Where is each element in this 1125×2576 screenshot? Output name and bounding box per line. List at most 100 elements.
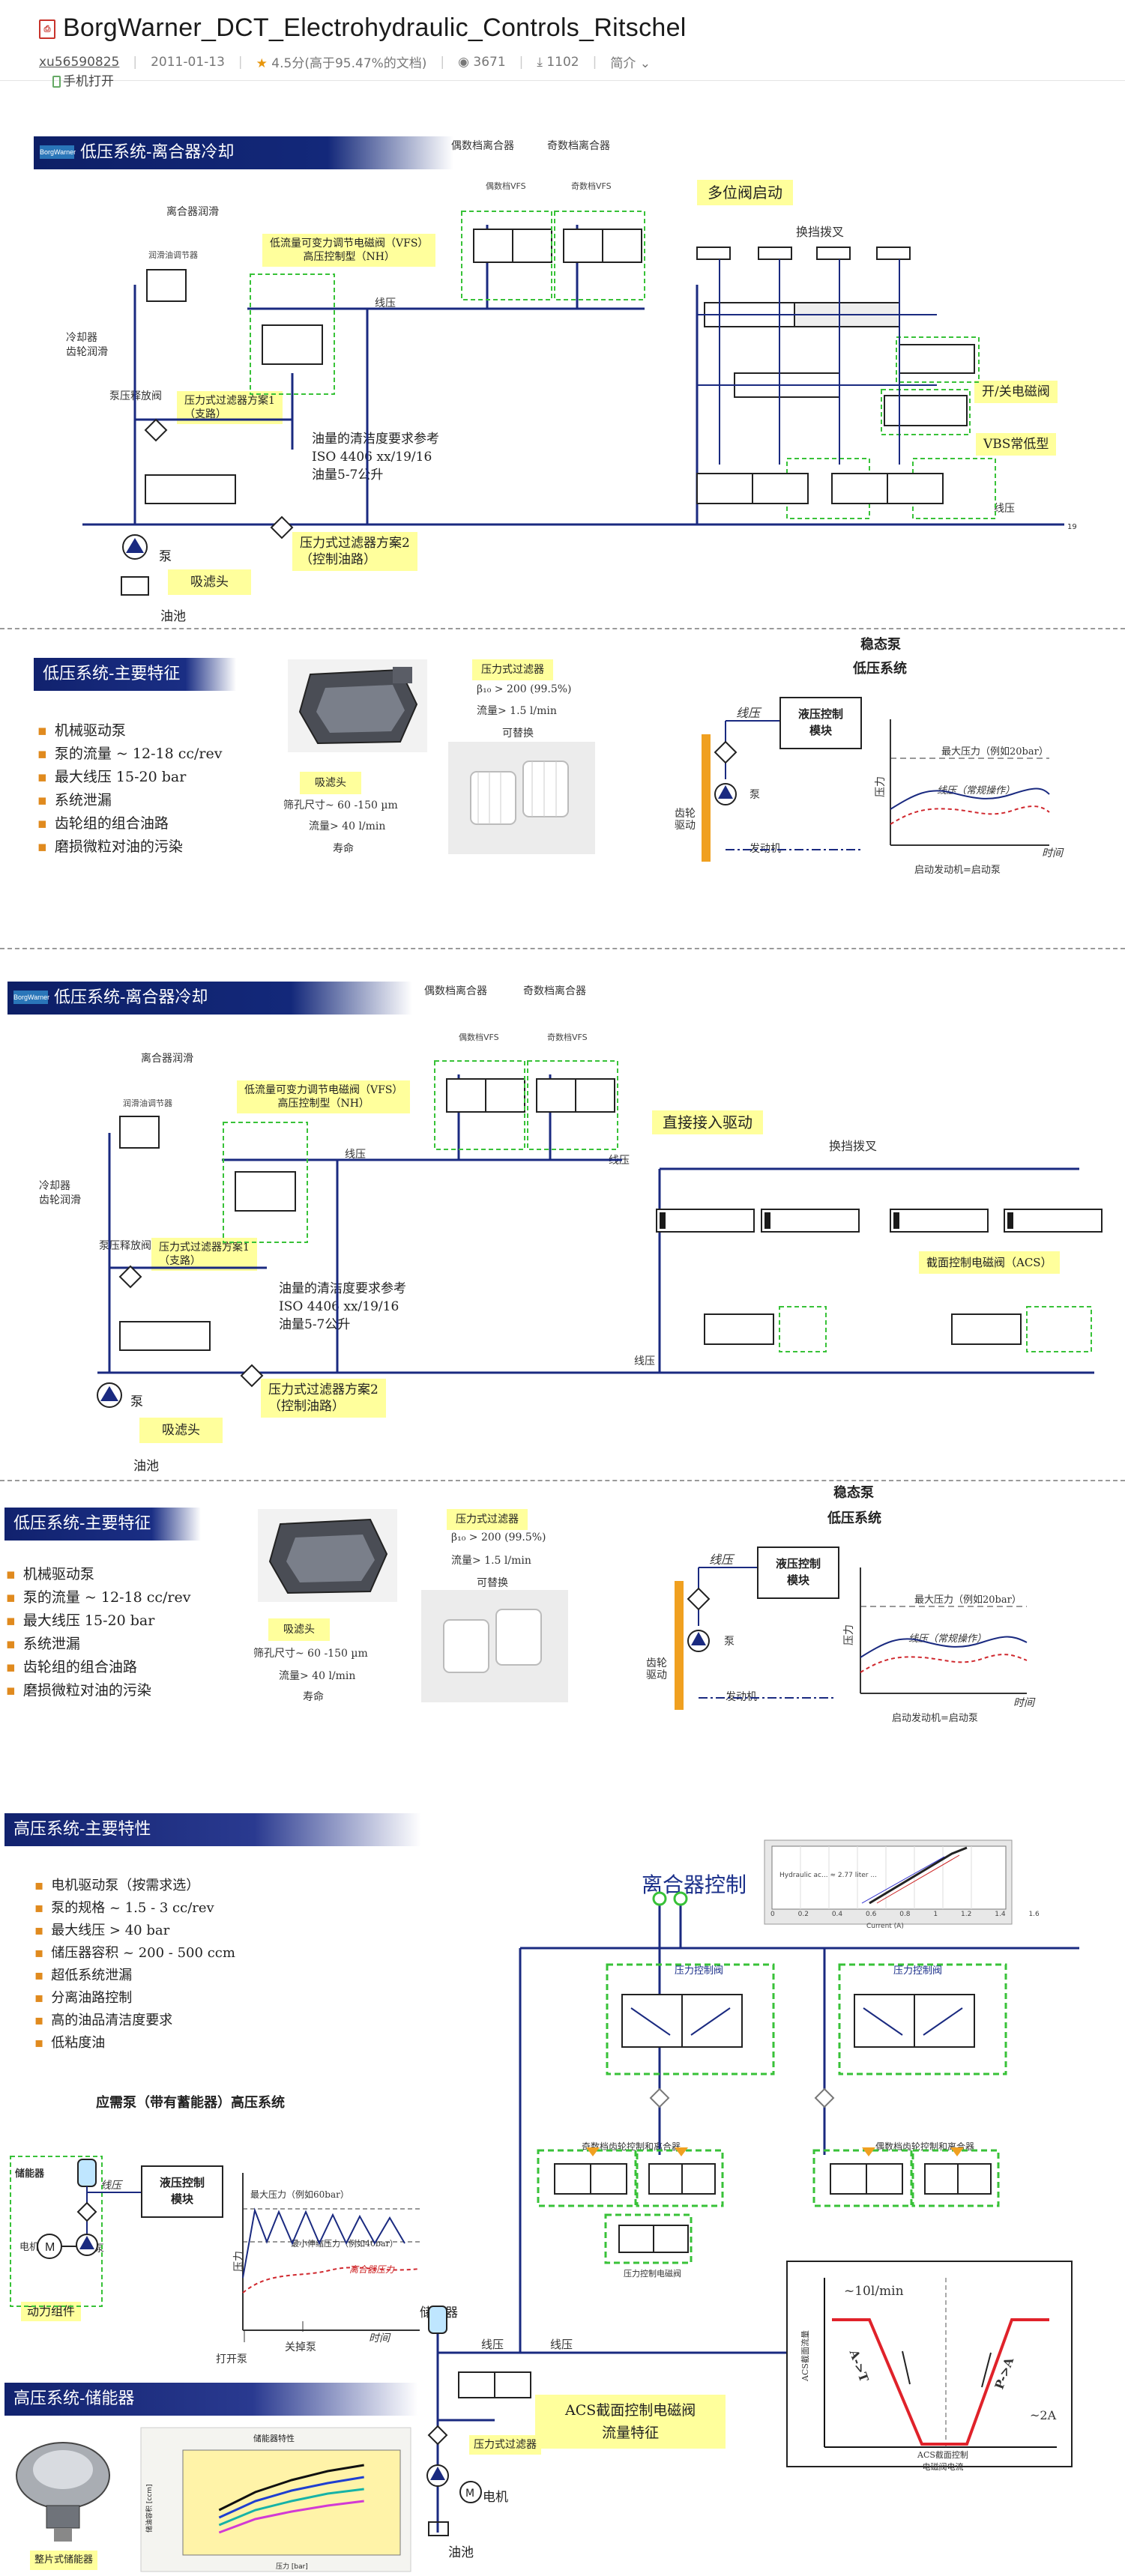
motor-label-2: 电机	[483, 2490, 508, 2505]
hydraulic-module-box: 液压控制 模块	[757, 1546, 839, 1599]
replaceable-label: 可替换	[477, 1577, 508, 1589]
rating-text: 4.5分(高于95.47%的文档)	[271, 56, 427, 71]
even-vfs-label: 偶数档VFS	[459, 1032, 499, 1042]
stable-pump-title: 稳态泵	[833, 1485, 874, 1501]
pump-label: 泵	[159, 549, 172, 564]
page-divider	[0, 1480, 1125, 1481]
stable-pump-title: 稳态泵	[860, 637, 901, 653]
suction-filter-label: 吸滤头	[168, 569, 251, 595]
inset-x-label: Current (A)	[866, 1923, 904, 1930]
max-pressure-label: 最大压力（例如20bar）	[941, 746, 1049, 758]
filter-flow: 流量> 1.5 l/min	[477, 705, 557, 717]
multi-valve-title: 多位阀启动	[697, 180, 793, 205]
open-on-phone-link[interactable]: 手机打开	[52, 70, 114, 89]
onoff-solenoid-label: 开/关电磁阀	[974, 381, 1058, 403]
line-label: 线压	[634, 1355, 655, 1367]
chart-y-label: 储油容积 [ccm]	[145, 2484, 154, 2533]
flow-40: 流量> 40 l/min	[279, 1670, 356, 1682]
press-control-valve-left: 压力控制阀	[675, 1965, 724, 1977]
acs-flow-label: ~10l/min	[844, 2284, 904, 2299]
sump-label: 油池	[133, 1459, 159, 1474]
slide4-banner: 低压系统-主要特征	[4, 1508, 201, 1541]
svg-text:M: M	[465, 2488, 474, 2500]
sump-label: 油池	[160, 609, 186, 624]
slide4-schematic	[675, 1567, 1028, 1710]
feature-item: 最大线压 15-20 bar	[6, 1609, 190, 1633]
feature-item: 齿轮组的组合油路	[37, 812, 222, 835]
pdf-icon: ⎙	[39, 19, 55, 39]
pressure-relief-label: 泵压释放阀	[99, 1240, 151, 1252]
slide2-schematic	[702, 719, 1050, 862]
line-label: 线压	[100, 2180, 121, 2192]
cooler-label: 冷却器 齿轮润滑	[39, 1180, 81, 1206]
accumulator-chart: 储能器特性 压力 [bar] 储油容积 [ccm]	[140, 2427, 411, 2572]
feature-item: 储压器容积 ~ 200 - 500 ccm	[34, 1942, 235, 1965]
line-pressure-label: 线压	[709, 1552, 734, 1567]
feature-item: 机械驱动泵	[6, 1563, 190, 1586]
low-pressure-features: 机械驱动泵 泵的流量 ~ 12-18 cc/rev 最大线压 15-20 bar…	[6, 1563, 191, 1702]
acs-y-axis: ACS截面流量	[800, 2330, 810, 2381]
feature-item: 磨损微粒对油的污染	[6, 1679, 190, 1702]
feature-item: 最大线压 > 40 bar	[34, 1920, 235, 1942]
low-pressure-features: 机械驱动泵 泵的流量 ~ 12-18 cc/rev 最大线压 15-20 bar…	[37, 719, 223, 859]
intro-dropdown[interactable]: 简介 ⌄	[610, 56, 651, 71]
acs-current-label: ~2A	[1030, 2408, 1057, 2422]
brand-logo: BorgWarner	[40, 145, 76, 159]
hydraulic-module-box: 液压控制 模块	[141, 2165, 223, 2218]
clutch-lube-label: 离合器润滑	[141, 1053, 193, 1065]
feature-item: 泵的规格 ~ 1.5 - 3 cc/rev	[34, 1897, 235, 1920]
press-solenoid-label: 压力控制电磁阀	[624, 2269, 681, 2279]
vfs-note: 低流量可变力调节电磁阀（VFS） 高压控制型（NH）	[237, 1080, 411, 1113]
uploader-link[interactable]: xu56590825	[39, 54, 120, 70]
x-axis-label: 时间	[1042, 847, 1063, 859]
suction-filter-caption: 吸滤头	[268, 1618, 330, 1641]
on-demand-pump-subtitle: 应需泵（带有蓄能器）高压系统	[96, 2095, 285, 2111]
filter-option1: 压力式过滤器方案1 （支路）	[151, 1238, 257, 1271]
motor-label: 电机	[19, 2242, 40, 2253]
max-pressure-label: 最大压力（例如60bar）	[250, 2189, 349, 2200]
pressure-filter-image	[421, 1590, 568, 1702]
lube-regulator-label: 润滑油调节器	[123, 1098, 172, 1108]
sump-label-2: 油池	[448, 2545, 474, 2560]
page-divider	[0, 948, 1125, 949]
line-right-label: 线压	[994, 503, 1015, 515]
shift-fork-label: 换挡拨叉	[829, 1139, 878, 1153]
life-label: 寿命	[303, 1691, 324, 1703]
accumulator-image	[16, 2442, 110, 2542]
feature-item: 机械驱动泵	[37, 719, 222, 743]
odd-vfs-label: 奇数档VFS	[547, 1032, 588, 1042]
pressure-filter-image	[448, 742, 595, 854]
series-line-1	[218, 2476, 364, 2519]
eye-icon: ◉	[458, 54, 469, 70]
feature-item: 泵的流量 ~ 12-18 cc/rev	[6, 1586, 191, 1609]
on-demand-schematic: M	[10, 2156, 420, 2342]
mesh-size: 筛孔尺寸~ 60 -150 µm	[283, 799, 398, 811]
document-header: ⎙ BorgWarner_DCT_Electrohydraulic_Contro…	[0, 0, 1125, 89]
low-system-title: 低压系统	[827, 1511, 881, 1526]
high-pressure-features: 电机驱动泵（按需求选） 泵的规格 ~ 1.5 - 3 cc/rev 最大线压 >…	[34, 1875, 235, 2055]
odd-vfs-label: 奇数档VFS	[571, 181, 612, 191]
pump-off-label: 关掉泵	[285, 2341, 316, 2353]
inset-caption: Hydraulic ac... ≈ 2.77 liter ...	[779, 1872, 877, 1879]
pump-label: 泵	[724, 1636, 735, 1648]
chart-x-label: 压力 [bar]	[276, 2562, 308, 2571]
filter-option2: 压力式过滤器方案2 （控制油路）	[261, 1379, 386, 1418]
life-label: 寿命	[333, 843, 354, 855]
document-title: BorgWarner_DCT_Electrohydraulic_Controls…	[63, 13, 687, 42]
acs-flow-title: ACS截面控制电磁阀 流量特征	[535, 2395, 726, 2449]
brand-logo: BorgWarner	[13, 991, 49, 1004]
vfs-note: 低流量可变力调节电磁阀（VFS） 高压控制型（NH）	[262, 234, 436, 267]
start-label: 启动发动机=启动泵	[892, 1713, 978, 1724]
pump-label: 泵	[750, 789, 760, 801]
even-vfs-label: 偶数档VFS	[486, 181, 526, 191]
vbs-label: VBS常低型	[976, 433, 1057, 456]
max-pressure-label: 最大压力（例如20bar）	[914, 1594, 1022, 1606]
mesh-size: 筛孔尺寸~ 60 -150 µm	[253, 1648, 368, 1660]
suction-filter-label: 吸滤头	[139, 1418, 223, 1443]
shift-fork-label: 换挡拨叉	[796, 225, 845, 239]
pressure-filter-label: 压力式过滤器	[447, 1509, 528, 1530]
feature-item: 齿轮组的组合油路	[6, 1656, 190, 1679]
feature-item: 低粘度油	[34, 2032, 235, 2055]
feature-item: 泵的流量 ~ 12-18 cc/rev	[37, 743, 223, 766]
